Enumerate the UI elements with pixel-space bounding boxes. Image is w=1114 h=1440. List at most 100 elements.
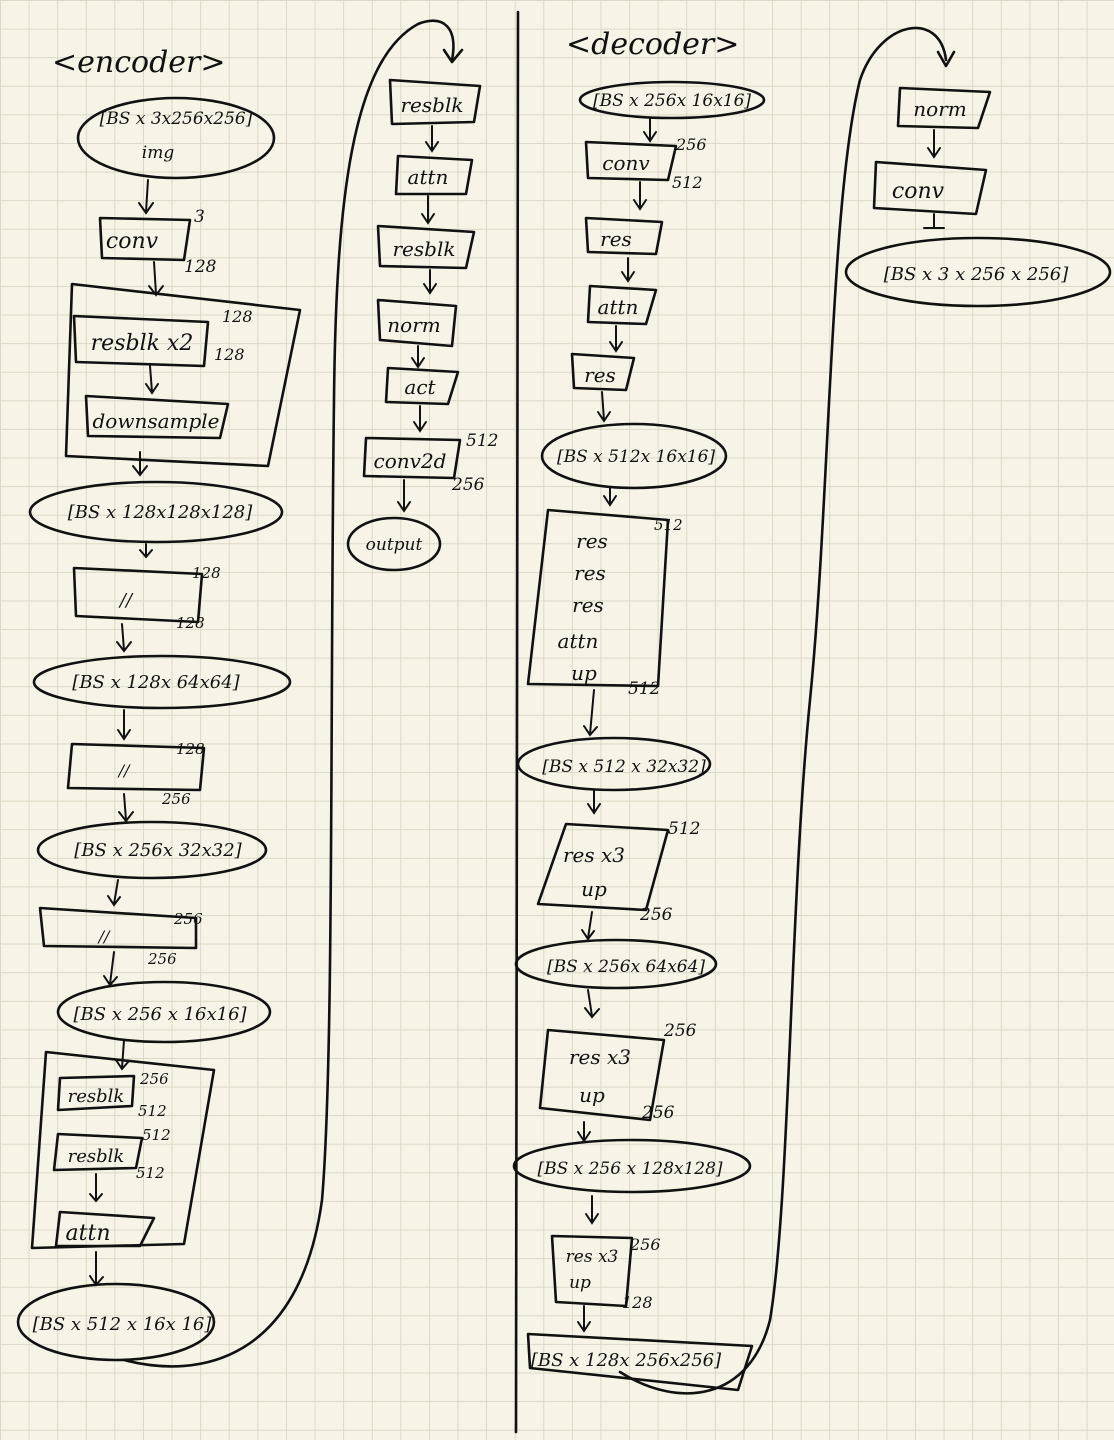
arrow: [103, 951, 118, 987]
encoder-tail-resblk-b: resblk: [376, 224, 476, 270]
encoder-tail-norm: norm: [376, 298, 458, 348]
arrow: [923, 213, 945, 229]
decoder-shape1: [BS x 512x 16x16]: [557, 447, 715, 467]
arrow: [587, 789, 601, 815]
encoder-shape5-node: [BS x 512 x 16x 16]: [16, 1282, 216, 1362]
arrow: [139, 543, 153, 559]
decoder-shape2: [BS x 512 x 32x32]: [542, 757, 706, 777]
encoder-stage3-dim-in: 128: [176, 740, 205, 758]
decoder-input-node: [BS x 256x 16x16]: [578, 80, 766, 120]
encoder-shape4: [BS x 256 x 16x16]: [73, 1004, 247, 1025]
encoder-tail-conv2d: conv2d 512 256: [362, 431, 498, 495]
arrow: [397, 479, 411, 513]
encoder-conv-in-label: conv: [106, 229, 159, 254]
decoder-block4-dim-in: 256: [629, 1235, 661, 1254]
decoder-block1-dim-out: 512: [628, 679, 660, 699]
decoder-block3-line-2: up: [579, 1083, 605, 1107]
encoder-tail-resblk-b-label: resblk: [393, 237, 456, 261]
encoder-mid-attn: attn: [66, 1221, 111, 1246]
encoder-mid-resblk1: resblk: [68, 1086, 125, 1107]
decoder-res1: res: [584, 216, 664, 256]
encoder-tail-resblk-a: resblk: [388, 78, 482, 126]
encoder-mid-resblk1-in: 256: [139, 1070, 169, 1088]
decoder-loop-connector: [618, 26, 956, 1395]
decoder-shape3-node: [BS x 256x 64x64]: [514, 938, 718, 990]
decoder-block1-line-2: res: [574, 561, 606, 585]
encoder-tail-act-label: act: [404, 375, 436, 399]
encoder-stage3-dim-out: 256: [161, 790, 191, 808]
encoder-stage3: // 128 256: [66, 740, 206, 808]
arrow: [411, 345, 425, 369]
encoder-shape4-node: [BS x 256 x 16x16]: [56, 980, 272, 1044]
encoder-mid-resblk2: resblk: [68, 1146, 125, 1167]
decoder-block1-line-4: attn: [558, 629, 599, 653]
encoder-conv-in: conv 3 128: [98, 207, 217, 277]
decoder-conv-dim-in: 256: [675, 135, 707, 154]
arrow: [584, 989, 600, 1019]
decoder-block4-line-1: res x3: [566, 1247, 619, 1267]
decoder-tail-conv-label: conv: [892, 179, 945, 204]
arrow: [621, 257, 635, 283]
decoder-input-shape: [BS x 256x 16x16]: [593, 91, 751, 111]
decoder-shape4: [BS x 256 x 128x128]: [537, 1159, 722, 1179]
decoder-tail-output-shape: [BS x 3 x 256 x 256]: [884, 264, 1070, 285]
encoder-stage1-dim-out: 128: [214, 345, 245, 364]
arrow: [423, 269, 437, 295]
encoder-tail-act: act: [384, 366, 460, 406]
decoder-block4: res x3 up 256 128: [550, 1234, 661, 1312]
arrow: [577, 1121, 591, 1143]
decoder-attn: attn: [586, 284, 658, 326]
decoder-block1-line-3: res: [572, 593, 604, 617]
decoder-tail-output-node: [BS x 3 x 256 x 256]: [844, 236, 1112, 308]
encoder-shape3-node: [BS x 256x 32x32]: [36, 820, 268, 880]
decoder-block1: res res res attn up 512 512: [526, 508, 683, 699]
encoder-tail-conv2d-label: conv2d: [374, 449, 447, 473]
encoder-stage1: resblk x2 128 128 downsample: [64, 282, 302, 468]
decoder-tail-conv: conv: [872, 160, 988, 216]
arrow: [609, 325, 623, 353]
encoder-mid-resblk1-out: 512: [138, 1102, 167, 1120]
arrow: [413, 405, 427, 433]
arrow: [577, 1305, 591, 1333]
encoder-stage3-mark: //: [117, 761, 131, 780]
arrow: [585, 1195, 599, 1225]
encoder-title: <encoder>: [52, 45, 226, 80]
encoder-tail-conv2d-in: 512: [466, 431, 498, 451]
decoder-shape4-node: [BS x 256 x 128x128]: [512, 1138, 752, 1194]
arrow: [107, 879, 121, 907]
arrow: [583, 689, 598, 737]
encoder-mid-resblk2-out: 512: [136, 1164, 165, 1182]
decoder-title: <decoder>: [566, 27, 739, 62]
encoder-tail-resblk-a-label: resblk: [401, 93, 464, 117]
arrow: [116, 623, 132, 653]
encoder-shape1-node: [BS x 128x128x128]: [28, 480, 284, 544]
arrow: [421, 195, 435, 225]
decoder-shape2-node: [BS x 512 x 32x32]: [516, 736, 712, 792]
encoder-tail-conv2d-out: 256: [451, 475, 485, 495]
arrow: [643, 117, 657, 143]
encoder-stage4: // 256 256: [38, 906, 203, 968]
encoder-stage1-downsample: downsample: [92, 409, 219, 433]
arrow: [581, 911, 595, 941]
arrow: [597, 391, 611, 423]
encoder-tail-norm-label: norm: [387, 313, 440, 337]
encoder-stage2-dim-out: 128: [176, 614, 205, 632]
arrow: [633, 181, 647, 211]
decoder-block2-line-2: up: [581, 877, 607, 901]
decoder-conv-label: conv: [602, 151, 650, 175]
encoder-stage1-dim-in: 128: [222, 307, 253, 326]
decoder-block3-dim-out: 256: [641, 1103, 675, 1123]
decoder-shape5-node: [BS x 128x 256x256]: [526, 1332, 754, 1392]
decoder-block4-line-2: up: [569, 1273, 591, 1293]
encoder-tail-output: output: [346, 516, 442, 572]
decoder-block2: res x3 up 512 256: [536, 819, 700, 925]
arrow: [138, 179, 154, 215]
decoder-shape3: [BS x 256x 64x64]: [547, 957, 705, 977]
encoder-stage2-dim-in: 128: [192, 564, 221, 582]
encoder-shape2: [BS x 128x 64x64]: [72, 672, 240, 693]
arrow: [89, 1251, 104, 1287]
encoder-input-shape: [BS x 3x256x256]: [100, 109, 253, 129]
decoder-shape1-node: [BS x 512x 16x16]: [540, 422, 728, 490]
encoder-mid-block: resblk 256 512 resblk 512 512 attn: [30, 1050, 216, 1250]
